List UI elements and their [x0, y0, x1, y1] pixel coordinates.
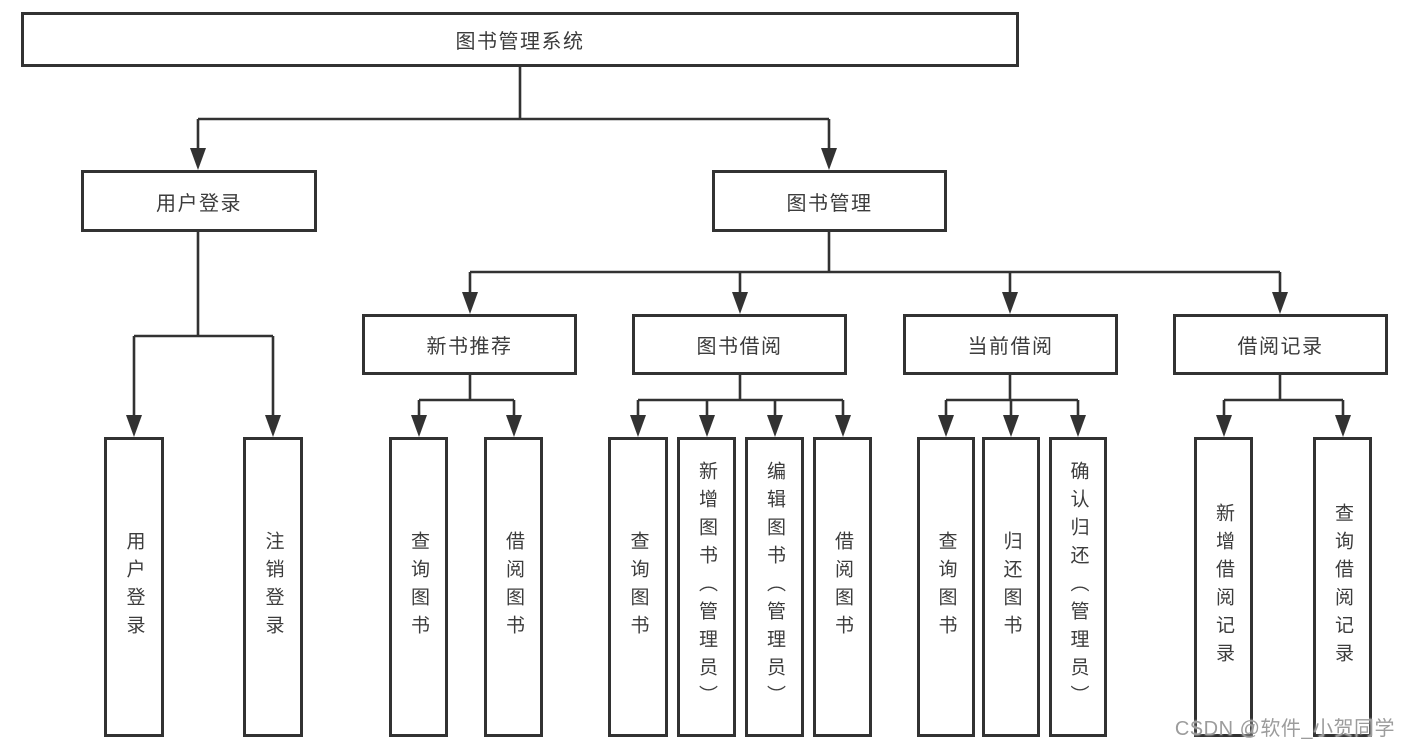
node-leaf-query-books-2: 查询图书: [608, 437, 668, 737]
node-current-borrowing-label: 当前借阅: [967, 336, 1054, 358]
node-leaf-query-borrow-record-label: 查询借阅记录: [1332, 503, 1353, 671]
node-root-label: 图书管理系统: [455, 31, 585, 53]
node-borrowing-records-label: 借阅记录: [1237, 336, 1324, 358]
node-leaf-edit-books-admin: 编辑图书（管理员）: [745, 437, 804, 737]
node-leaf-return-books-label: 归还图书: [1000, 531, 1022, 643]
node-leaf-borrow-books-2-label: 借阅图书: [832, 531, 853, 643]
node-user-login: 用户登录: [81, 170, 317, 232]
node-leaf-query-books-3-label: 查询图书: [935, 531, 957, 643]
node-book-management: 图书管理: [712, 170, 947, 232]
node-leaf-user-login-label: 用户登录: [123, 531, 145, 643]
node-new-book-recommend: 新书推荐: [362, 314, 577, 375]
node-leaf-edit-books-admin-label: 编辑图书（管理员）: [764, 461, 785, 713]
tree-edge-lines: [132, 67, 1345, 419]
node-leaf-query-books-1-label: 查询图书: [408, 531, 429, 643]
node-leaf-borrow-books-1: 借阅图书: [484, 437, 543, 737]
node-leaf-add-books-admin-label: 新增图书（管理员）: [696, 461, 717, 713]
node-leaf-query-books-3: 查询图书: [917, 437, 975, 737]
node-new-book-recommend-label: 新书推荐: [426, 336, 513, 358]
node-leaf-borrow-books-2: 借阅图书: [813, 437, 872, 737]
node-leaf-add-books-admin: 新增图书（管理员）: [677, 437, 736, 737]
node-leaf-borrow-books-1-label: 借阅图书: [503, 531, 524, 643]
node-leaf-logout: 注销登录: [243, 437, 303, 737]
node-leaf-query-books-1: 查询图书: [389, 437, 448, 737]
node-borrowing-records: 借阅记录: [1173, 314, 1388, 375]
node-user-login-label: 用户登录: [156, 192, 242, 215]
node-book-management-label: 图书管理: [786, 192, 873, 215]
node-leaf-return-books: 归还图书: [982, 437, 1040, 737]
node-leaf-logout-label: 注销登录: [262, 531, 284, 643]
node-leaf-query-books-2-label: 查询图书: [627, 531, 649, 643]
node-root: 图书管理系统: [21, 12, 1019, 67]
node-leaf-confirm-return-admin: 确认归还（管理员）: [1049, 437, 1107, 737]
arrowhead-down-icons: [126, 148, 1351, 437]
node-leaf-query-borrow-record: 查询借阅记录: [1313, 437, 1372, 737]
node-leaf-add-borrow-record-label: 新增借阅记录: [1213, 503, 1234, 671]
node-current-borrowing: 当前借阅: [903, 314, 1118, 375]
node-leaf-add-borrow-record: 新增借阅记录: [1194, 437, 1253, 737]
node-leaf-confirm-return-admin-label: 确认归还（管理员）: [1067, 461, 1089, 713]
node-leaf-user-login: 用户登录: [104, 437, 164, 737]
watermark: CSDN @软件_小贺同学: [1174, 718, 1395, 740]
node-book-borrowing: 图书借阅: [632, 314, 847, 375]
node-book-borrowing-label: 图书借阅: [696, 336, 783, 358]
